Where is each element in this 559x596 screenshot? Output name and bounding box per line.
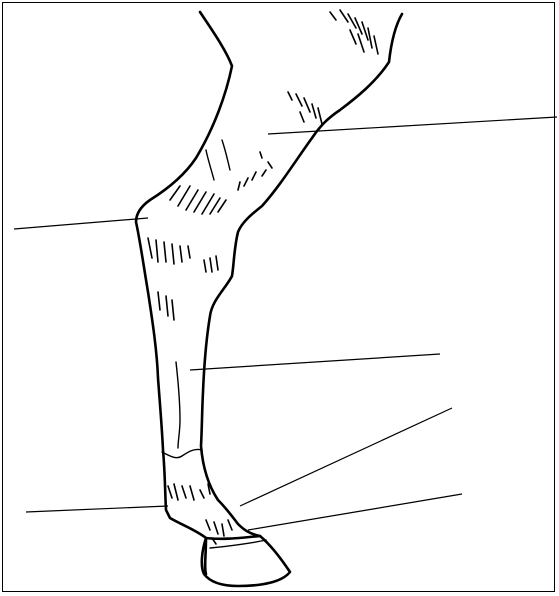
leader-line-6: [248, 494, 462, 530]
leader-line-2: [14, 218, 148, 229]
coronet-band: [210, 540, 266, 548]
leader-lines: [14, 117, 557, 530]
forearm-muscle-line-2: [222, 140, 230, 170]
forearm-muscle-line: [206, 150, 214, 180]
cannon-tendon-line: [176, 362, 180, 448]
leader-line-1: [268, 117, 557, 134]
shading-hatch: [148, 10, 378, 544]
leg-back-contour: [201, 14, 402, 536]
leg-outline: [136, 12, 402, 586]
fetlock-joint-line: [162, 449, 202, 457]
leader-line-4: [240, 408, 452, 506]
leader-line-5: [26, 506, 168, 512]
leader-line-3: [190, 354, 440, 370]
